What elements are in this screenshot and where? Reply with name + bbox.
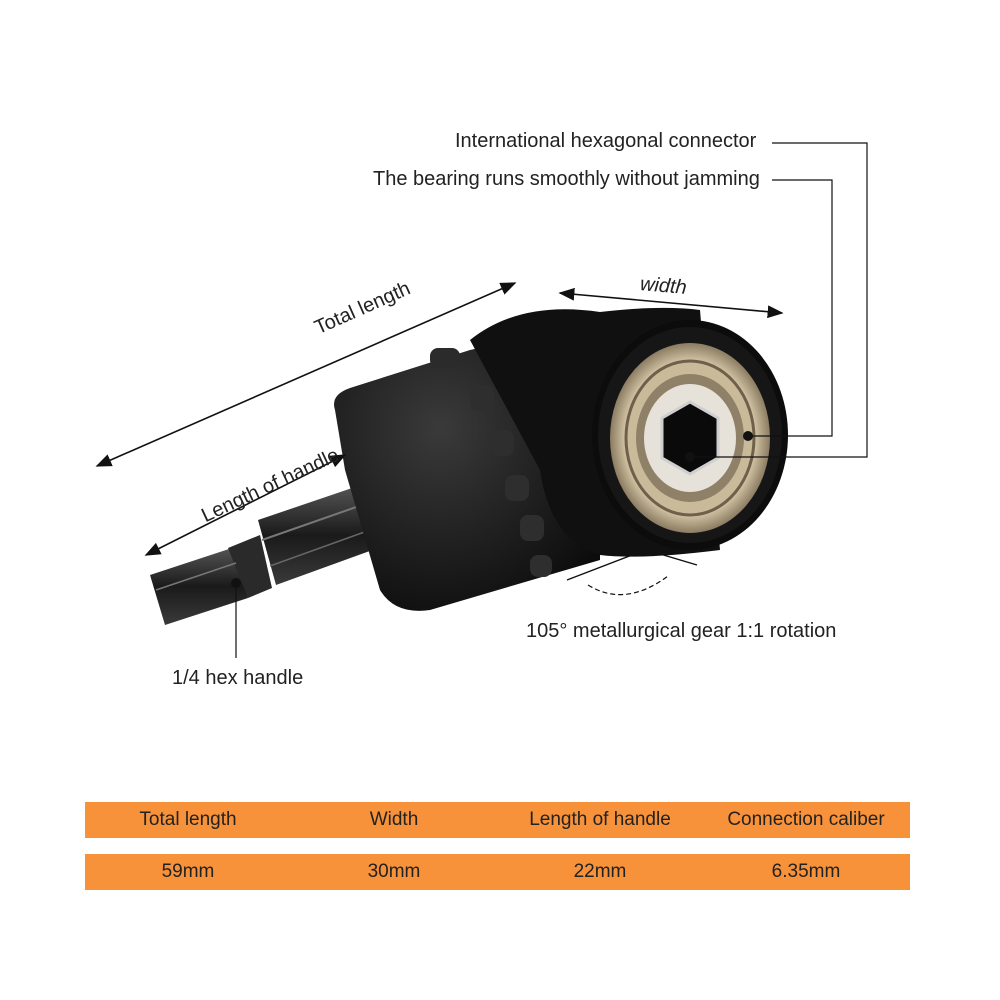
spec-value-row: 59mm 30mm 22mm 6.35mm <box>85 854 910 890</box>
spec-value-connection-caliber: 6.35mm <box>771 861 841 882</box>
angle-indicator <box>566 544 698 596</box>
hex-socket <box>660 400 720 476</box>
width-label: width <box>639 273 688 299</box>
hex-shaft <box>150 486 378 625</box>
spec-value-handle-length: 22mm <box>573 861 627 882</box>
spec-value-width: 30mm <box>367 861 421 882</box>
bearing-label: The bearing runs smoothly without jammin… <box>373 168 760 190</box>
width-arrow <box>558 287 784 319</box>
bearing-leader <box>744 179 833 437</box>
hex-connector-leader <box>690 142 868 458</box>
spec-header-handle-length: Length of handle <box>529 809 671 830</box>
handle-length-arrow <box>144 454 347 556</box>
gear-label: 105° metallurgical gear 1:1 rotation <box>526 620 837 642</box>
bearing-dot <box>743 431 753 441</box>
hex-connector-label: International hexagonal connector <box>455 130 757 152</box>
spec-header-row: Total length Width Length of handle Conn… <box>85 802 910 838</box>
spec-value-total-length: 59mm <box>161 861 215 882</box>
hex-connector-dot <box>685 452 695 462</box>
spec-header-connection-caliber: Connection caliber <box>727 809 885 830</box>
hex-handle-label: 1/4 hex handle <box>172 667 304 689</box>
spec-header-width: Width <box>369 809 419 830</box>
spec-header-total-length: Total length <box>139 809 237 830</box>
total-length-arrow <box>95 282 517 467</box>
